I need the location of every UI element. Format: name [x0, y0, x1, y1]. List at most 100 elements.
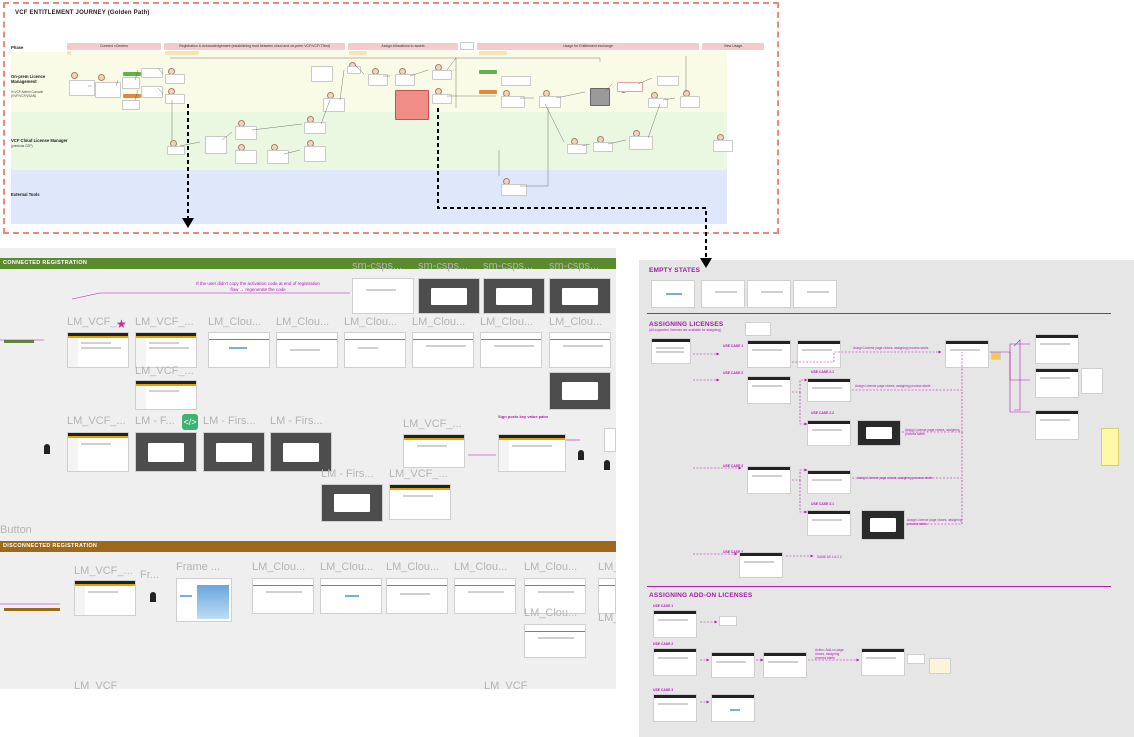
- frame-thumbnail[interactable]: [418, 278, 480, 314]
- frame-thumbnail[interactable]: [1035, 410, 1079, 440]
- frame-thumbnail[interactable]: [861, 648, 905, 676]
- frame-thumbnail[interactable]: [135, 380, 197, 410]
- frame-label[interactable]: LM_Clou...: [276, 316, 330, 328]
- frame-thumbnail[interactable]: [1035, 368, 1079, 398]
- frame-thumbnail[interactable]: [793, 280, 837, 308]
- frame-label[interactable]: sm-csps...: [483, 260, 534, 272]
- frame-thumbnail[interactable]: [711, 652, 755, 678]
- frame-label[interactable]: LM_VCF_: [74, 680, 124, 689]
- frame-label[interactable]: sm-csps...: [352, 260, 403, 272]
- frame-thumbnail[interactable]: [386, 578, 448, 614]
- frame-thumbnail[interactable]: [320, 578, 382, 614]
- frame-thumbnail[interactable]: [549, 332, 611, 368]
- frame-label[interactable]: LM_Clou...: [320, 561, 374, 573]
- frame-thumbnail[interactable]: [498, 434, 566, 472]
- frame-thumbnail[interactable]: [945, 340, 989, 368]
- frame-label[interactable]: LM_Clou...: [549, 316, 603, 328]
- frame-label[interactable]: LM_Clou...: [524, 607, 578, 619]
- frame-thumbnail[interactable]: [549, 278, 611, 314]
- frame-label[interactable]: LM_VCF_...: [67, 316, 126, 328]
- frame-label[interactable]: LM_Clou...: [412, 316, 466, 328]
- frame-thumbnail[interactable]: [208, 332, 270, 368]
- frame-thumbnail[interactable]: [1035, 334, 1079, 364]
- frame-thumbnail[interactable]: [747, 466, 791, 494]
- frame-label[interactable]: LM_VCF_...: [403, 418, 462, 430]
- frame-thumbnail[interactable]: [653, 694, 697, 722]
- frame-thumbnail[interactable]: [747, 280, 791, 308]
- frame-label[interactable]: LM_VCF_...: [74, 565, 133, 577]
- frame-thumbnail[interactable]: [701, 280, 745, 308]
- frame-thumbnail[interactable]: [389, 484, 451, 520]
- frame-thumbnail[interactable]: [861, 510, 905, 540]
- frame-thumbnail[interactable]: [807, 378, 851, 402]
- frame-thumbnail[interactable]: [739, 552, 783, 578]
- frame-label[interactable]: LM_VCF_...: [389, 468, 448, 480]
- frame-thumbnail[interactable]: [807, 420, 851, 446]
- frame-label[interactable]: LM - Firs...: [203, 415, 256, 427]
- frame-thumbnail[interactable]: [135, 432, 197, 472]
- frame-thumbnail[interactable]: [929, 658, 951, 674]
- frame-thumbnail[interactable]: [454, 578, 516, 614]
- frame-thumbnail[interactable]: [67, 332, 129, 368]
- frame-thumbnail[interactable]: [135, 332, 197, 368]
- frame-thumbnail[interactable]: [807, 510, 851, 536]
- frame-label[interactable]: LM_VCF_...: [135, 316, 194, 328]
- frame-thumbnail[interactable]: [524, 578, 586, 614]
- frame-thumbnail[interactable]: [807, 470, 851, 494]
- frame-thumbnail[interactable]: [711, 694, 755, 722]
- frame-label[interactable]: Fr...: [140, 569, 159, 581]
- frame-thumbnail[interactable]: [651, 280, 695, 308]
- frame-thumbnail[interactable]: [719, 616, 737, 626]
- frame-thumbnail[interactable]: [321, 484, 383, 522]
- frame-label[interactable]: LM_Clou...: [252, 561, 306, 573]
- frame-label[interactable]: LM_Clou...: [208, 316, 262, 328]
- frame-thumbnail[interactable]: [176, 578, 232, 622]
- frame-thumbnail[interactable]: [747, 376, 791, 404]
- frame-label[interactable]: LM_Clou...: [454, 561, 508, 573]
- frame-thumbnail[interactable]: [598, 578, 616, 614]
- frame-thumbnail[interactable]: [797, 340, 841, 368]
- frame-label[interactable]: LM_Clou...: [386, 561, 440, 573]
- frame-thumbnail[interactable]: [252, 578, 314, 614]
- frame-label[interactable]: LM_VCF_...: [67, 415, 126, 427]
- frame-label[interactable]: sm-csps...: [549, 260, 600, 272]
- frame-thumbnail[interactable]: [991, 352, 1001, 360]
- frame-thumbnail[interactable]: [403, 434, 465, 468]
- frame-thumbnail[interactable]: [653, 648, 697, 676]
- frame-thumbnail[interactable]: [747, 340, 791, 368]
- frame-thumbnail[interactable]: [480, 332, 542, 368]
- license-assignment-canvas[interactable]: EMPTY STATES ASSIGNING LICENSES (All sup…: [639, 260, 1134, 737]
- frame-thumbnail[interactable]: [276, 332, 338, 368]
- frame-label[interactable]: LM_Clou...: [524, 561, 578, 573]
- connected-registration-canvas[interactable]: CONNECTED REGISTRATION DISCONNECTED REGI…: [0, 248, 616, 689]
- frame-thumbnail[interactable]: [857, 420, 901, 446]
- frame-thumbnail[interactable]: [763, 652, 807, 678]
- frame-label[interactable]: LM - Firs...: [321, 468, 374, 480]
- frame-thumbnail[interactable]: [352, 278, 414, 314]
- frame-thumbnail[interactable]: [524, 624, 586, 658]
- frame-label[interactable]: LM_VCF_...: [135, 365, 194, 377]
- frame-thumbnail[interactable]: [344, 332, 406, 368]
- frame-thumbnail[interactable]: [604, 428, 616, 452]
- frame-label[interactable]: LM - F...: [135, 415, 175, 427]
- frame-thumbnail[interactable]: [651, 338, 691, 364]
- frame-label[interactable]: LM - Firs...: [270, 415, 323, 427]
- frame-label[interactable]: LM_Clou...: [598, 612, 616, 624]
- frame-label[interactable]: Frame ...: [176, 561, 221, 573]
- frame-thumbnail[interactable]: [67, 432, 129, 472]
- frame-thumbnail[interactable]: [745, 322, 771, 336]
- frame-thumbnail[interactable]: [1081, 368, 1103, 394]
- frame-thumbnail[interactable]: [549, 372, 611, 410]
- frame-label[interactable]: sm-csps...: [418, 260, 469, 272]
- frame-label[interactable]: LM_Clou...: [344, 316, 398, 328]
- frame-thumbnail[interactable]: [907, 654, 925, 664]
- frame-label[interactable]: LM_Clou...: [480, 316, 534, 328]
- frame-thumbnail[interactable]: [74, 580, 136, 616]
- frame-thumbnail[interactable]: [203, 432, 265, 472]
- frame-label[interactable]: LM_VCF_: [484, 680, 534, 689]
- frame-thumbnail[interactable]: [270, 432, 332, 472]
- frame-thumbnail[interactable]: [653, 610, 697, 638]
- frame-label[interactable]: LM_Clou...: [598, 561, 616, 573]
- frame-thumbnail[interactable]: [483, 278, 545, 314]
- frame-thumbnail[interactable]: [412, 332, 474, 368]
